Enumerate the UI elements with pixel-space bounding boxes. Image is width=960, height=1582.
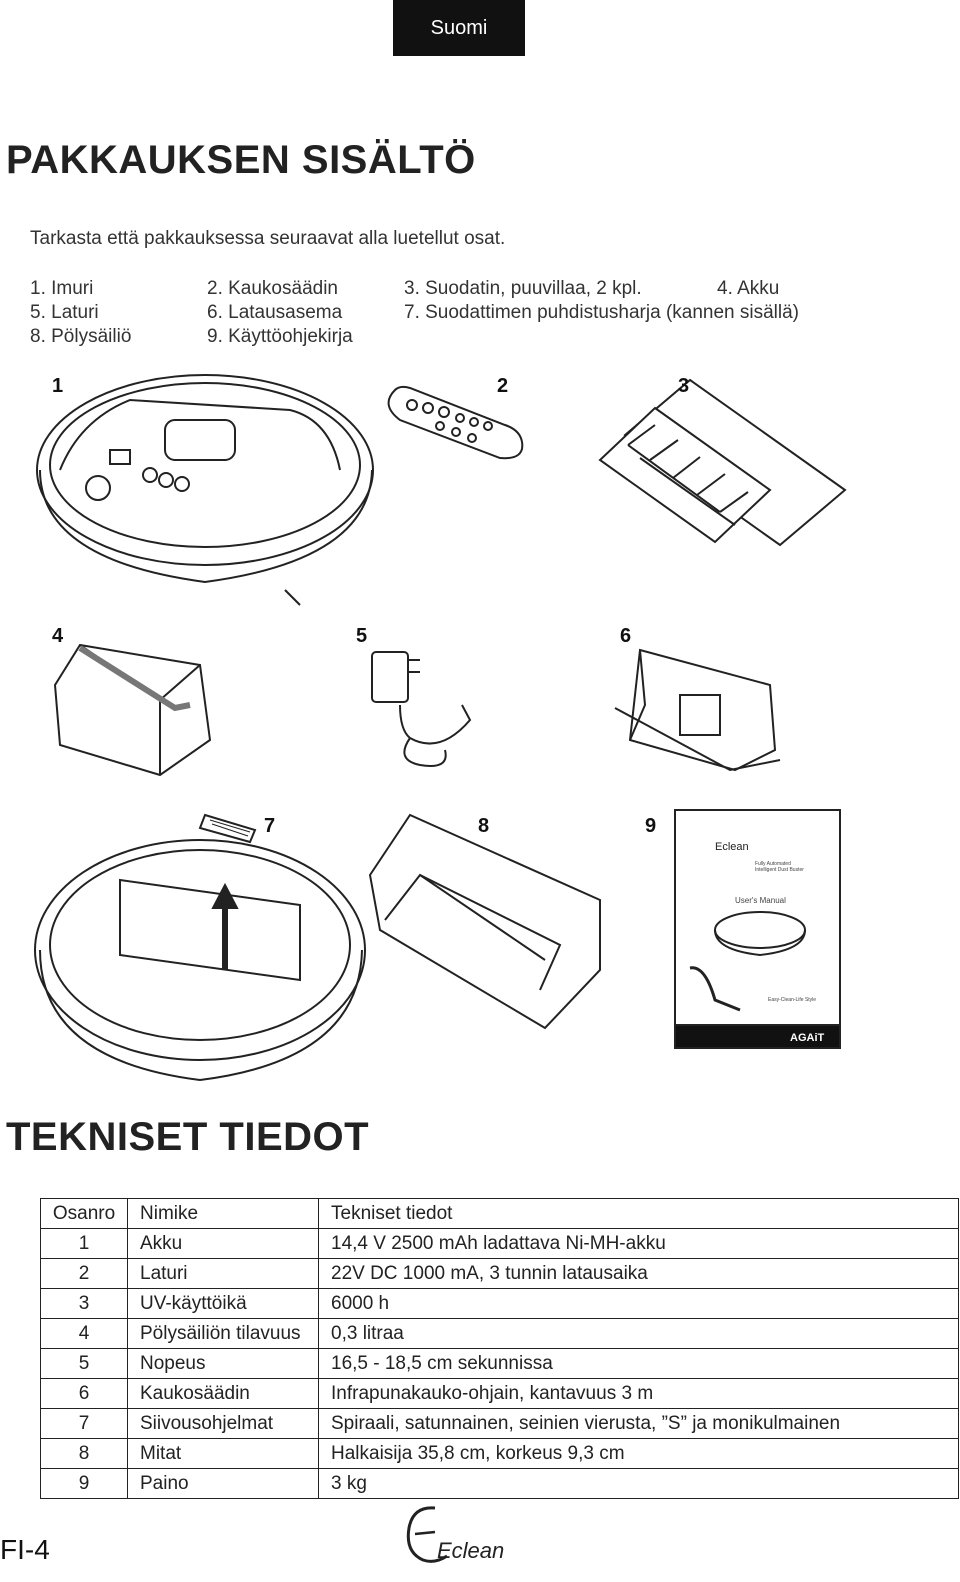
figure-label-3: 3	[678, 375, 689, 397]
figure-label-8: 8	[478, 815, 489, 837]
table-cell: Akku	[127, 1228, 319, 1259]
table-cell: 22V DC 1000 mA, 3 tunnin latausaika	[318, 1258, 959, 1289]
language-tab: Suomi	[393, 0, 525, 56]
filter-brush-illustration	[198, 813, 257, 844]
table-row: 2 Laturi 22V DC 1000 mA, 3 tunnin lataus…	[40, 1258, 959, 1289]
dust-bin-illustration	[368, 813, 601, 1030]
figure-label-5: 5	[356, 625, 367, 647]
table-header: Osanro	[40, 1198, 128, 1229]
contents-item: 2. Kaukosäädin	[207, 278, 338, 299]
table-cell: 3 kg	[318, 1468, 959, 1499]
package-contents-illustrations: 1 2 3 4 5 6 7	[34, 374, 847, 1082]
contents-item: 8. Pölysäiliö	[30, 326, 132, 347]
figure-label-4: 4	[52, 625, 64, 647]
table-row: 5 Nopeus 16,5 - 18,5 cm sekunnissa	[40, 1348, 959, 1379]
table-row: 7 Siivousohjelmat Spiraali, satunnainen,…	[40, 1408, 959, 1439]
table-row: 1 Akku 14,4 V 2500 mAh ladattava Ni-MH-a…	[40, 1228, 959, 1259]
manual-tagline: Easy-Clean-Life Style	[768, 997, 816, 1003]
table-header: Nimike	[127, 1198, 319, 1229]
table-cell: 1	[40, 1228, 128, 1259]
table-cell: UV-käyttöikä	[127, 1288, 319, 1319]
figure-label-9: 9	[645, 815, 656, 837]
table-cell: Siivousohjelmat	[127, 1408, 319, 1439]
table-row: 9 Paino 3 kg	[40, 1468, 959, 1499]
vacuum-illustration	[36, 374, 374, 606]
contents-item: 6. Latausasema	[207, 302, 343, 323]
table-header: Tekniset tiedot	[318, 1198, 959, 1229]
manual-title: User's Manual	[735, 896, 786, 905]
contents-item: 3. Suodatin, puuvillaa, 2 kpl.	[404, 278, 642, 299]
table-cell: 5	[40, 1348, 128, 1379]
table-cell: 8	[40, 1438, 128, 1469]
logo-text: Eclean	[437, 1538, 504, 1563]
table-cell: 14,4 V 2500 mAh ladattava Ni-MH-akku	[318, 1228, 959, 1259]
manual-subtitle-2: Intelligent Dust Buster	[755, 867, 804, 873]
contents-item: 7. Suodattimen puhdistusharja (kannen si…	[404, 302, 800, 323]
table-cell: Halkaisija 35,8 cm, korkeus 9,3 cm	[318, 1438, 959, 1469]
contents-item: 5. Laturi	[30, 302, 99, 323]
table-row: 4 Pölysäiliön tilavuus 0,3 litraa	[40, 1318, 959, 1349]
table-cell: 4	[40, 1318, 128, 1349]
table-cell: Spiraali, satunnainen, seinien vierusta,…	[318, 1408, 959, 1439]
contents-item: 1. Imuri	[30, 278, 94, 299]
table-cell: 6000 h	[318, 1288, 959, 1319]
table-cell: 2	[40, 1258, 128, 1289]
table-cell: Nopeus	[127, 1348, 319, 1379]
table-cell: Paino	[127, 1468, 319, 1499]
table-cell: Laturi	[127, 1258, 319, 1289]
table-cell: 16,5 - 18,5 cm sekunnissa	[318, 1348, 959, 1379]
specs-table: Osanro Nimike Tekniset tiedot 1 Akku 14,…	[40, 1198, 959, 1499]
contents-item: 9. Käyttöohjekirja	[207, 326, 353, 347]
table-cell: Pölysäiliön tilavuus	[127, 1318, 319, 1349]
table-cell: Infrapunakauko-ohjain, kantavuus 3 m	[318, 1378, 959, 1409]
table-header-row: Osanro Nimike Tekniset tiedot	[40, 1198, 959, 1229]
contents-item: 4. Akku	[717, 278, 780, 299]
charging-dock-illustration	[614, 648, 781, 772]
battery-illustration	[53, 643, 212, 777]
contents-intro: Tarkasta että pakkauksessa seuraavat all…	[30, 228, 506, 249]
vacuum-open-illustration	[34, 839, 366, 1082]
table-row: 3 UV-käyttöikä 6000 h	[40, 1288, 959, 1319]
table-row: 6 Kaukosäädin Infrapunakauko-ohjain, kan…	[40, 1378, 959, 1409]
remote-control-illustration	[387, 385, 524, 460]
table-cell: 0,3 litraa	[318, 1318, 959, 1349]
charger-illustration	[371, 651, 472, 767]
user-manual-illustration	[674, 809, 841, 1049]
table-cell: 7	[40, 1408, 128, 1439]
figure-label-1: 1	[52, 375, 63, 397]
filters-illustration	[598, 378, 847, 547]
figure-label-6: 6	[620, 625, 631, 647]
table-cell: 3	[40, 1288, 128, 1319]
table-cell: 6	[40, 1378, 128, 1409]
eclean-logo: Eclean	[406, 1506, 504, 1563]
table-cell: 9	[40, 1468, 128, 1499]
table-row: 8 Mitat Halkaisija 35,8 cm, korkeus 9,3 …	[40, 1438, 959, 1469]
contents-heading: PAKKAUKSEN SISÄLTÖ	[6, 138, 476, 182]
table-cell: Kaukosäädin	[127, 1378, 319, 1409]
manual-maker-logo: AGAiT	[790, 1032, 825, 1044]
page-number: FI-4	[0, 1534, 50, 1565]
figure-label-2: 2	[497, 375, 508, 397]
specs-heading: TEKNISET TIEDOT	[6, 1115, 370, 1159]
manual-brand: Eclean	[715, 841, 749, 853]
manual-subtitle-1: Fully Automated	[755, 861, 791, 867]
figure-label-7: 7	[264, 815, 275, 837]
table-cell: Mitat	[127, 1438, 319, 1469]
